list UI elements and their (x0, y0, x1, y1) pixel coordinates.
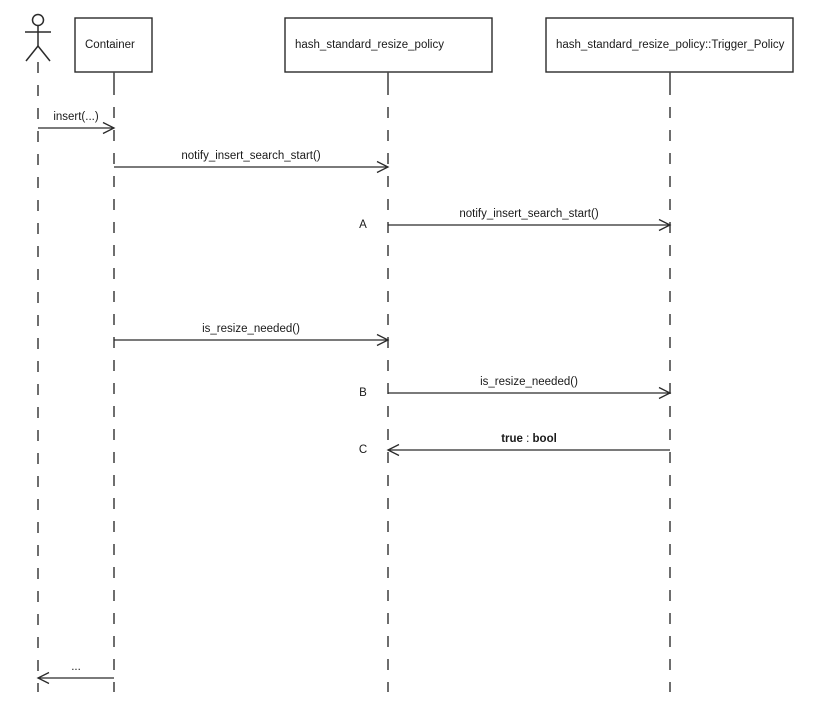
message-marker-c: C (359, 444, 367, 456)
actor-left-leg-icon (25, 45, 39, 62)
participant-box-container[interactable] (74, 17, 153, 73)
message-marker-a: A (359, 219, 367, 231)
message-arrowhead-m3 (658, 218, 672, 232)
message-m5[interactable]: is_resize_needed() B (359, 376, 672, 400)
messages-layer: insert(...)notify_insert_search_start()n… (36, 111, 672, 685)
message-m4[interactable]: is_resize_needed() (114, 323, 390, 347)
message-arrowhead-m6 (386, 443, 400, 457)
actor-right-leg-icon (37, 45, 51, 62)
message-arrowhead-m1 (102, 121, 116, 135)
message-arrowhead-m5 (658, 386, 672, 400)
message-label-m6: true : bool (501, 433, 557, 445)
message-m3[interactable]: notify_insert_search_start() A (359, 208, 672, 232)
participant-policy[interactable]: hash_standard_resize_policy (284, 17, 493, 692)
participants-layer: Container hash_standard_resize_policy hash… (37, 17, 794, 692)
actor-figure (25, 13, 51, 62)
participant-trigger[interactable]: hash_standard_resize_policy::Trigger_Pol… (545, 17, 794, 692)
message-arrowhead-m4 (376, 333, 390, 347)
participant-container[interactable]: Container (74, 17, 153, 692)
message-arrowhead-m7 (36, 671, 50, 685)
message-label-m2: notify_insert_search_start() (181, 150, 321, 162)
message-arrowhead-m2 (376, 160, 390, 174)
message-label-m7: ... (71, 661, 81, 673)
message-m1[interactable]: insert(...) (38, 111, 116, 135)
message-label-m1: insert(...) (53, 111, 99, 123)
message-label-m4: is_resize_needed() (202, 323, 300, 335)
participant-label-container: Container (85, 39, 135, 51)
participant-box-trigger[interactable] (545, 17, 794, 73)
message-label-m5: is_resize_needed() (480, 376, 578, 388)
message-m7[interactable]: ... (36, 661, 114, 685)
participant-box-policy[interactable] (284, 17, 493, 73)
actor-head-icon (31, 13, 45, 27)
message-marker-b: B (359, 387, 367, 399)
message-label-m3: notify_insert_search_start() (459, 208, 599, 220)
message-m2[interactable]: notify_insert_search_start() (114, 150, 390, 174)
participant-label-policy: hash_standard_resize_policy (295, 39, 444, 51)
participant-label-trigger: hash_standard_resize_policy::Trigger_Pol… (556, 39, 785, 51)
